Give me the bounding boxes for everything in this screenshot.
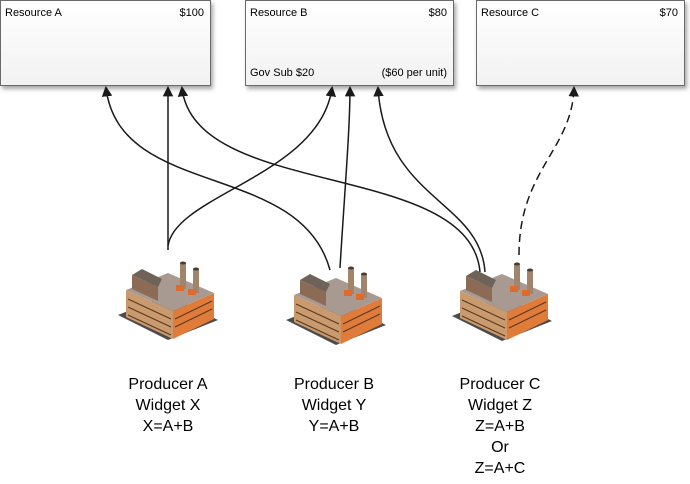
link-producer-c-resource-c [518, 85, 579, 256]
resource-c-box: Resource C $70 [476, 0, 685, 86]
resource-b-subsidy: Gov Sub $20 [250, 67, 315, 79]
resource-c-price: $70 [659, 7, 678, 19]
producer-c-widget: Widget Z [467, 397, 532, 414]
producer-a-name: Producer A [128, 376, 208, 393]
producer-c-name: Producer C [459, 376, 541, 393]
producer-b-widget: Widget Y [301, 397, 367, 414]
resource-a-box: Resource A $100 [0, 0, 211, 86]
resource-b-name: Resource B [250, 7, 308, 19]
producer-c-formula: Z=A+B [475, 418, 525, 435]
producer-b-label: Producer B Widget Y Y=A+B [259, 374, 409, 437]
resource-b-price: $80 [428, 7, 447, 19]
link-producer-a-resource-b [167, 85, 337, 247]
resource-c-name: Resource C [481, 7, 540, 19]
producer-a-formula: X=A+B [142, 418, 194, 435]
resource-b-per-unit: ($60 per unit) [381, 67, 447, 79]
resource-a-price: $100 [179, 7, 204, 19]
resource-a-name: Resource A [5, 7, 62, 19]
producer-b-formula: Y=A+B [308, 418, 360, 435]
link-producer-b-resource-b [339, 85, 356, 269]
factory-c-icon [452, 262, 552, 341]
link-producer-c-resource-b [373, 85, 486, 273]
factory-a-icon [118, 261, 218, 340]
producer-a-widget: Widget X [135, 397, 201, 414]
producer-b-name: Producer B [293, 376, 375, 393]
link-producer-c-resource-a [177, 85, 481, 273]
resource-b-box: Resource B $80 Gov Sub $20 ($60 per unit… [245, 0, 454, 86]
link-producer-b-resource-a [101, 85, 331, 271]
producer-c-or: Or [491, 439, 509, 456]
producer-c-label: Producer C Widget Z Z=A+B Or Z=A+C [425, 374, 575, 479]
factory-b-icon [286, 266, 386, 345]
producer-a-label: Producer A Widget X X=A+B [93, 374, 243, 437]
producer-c-alt-formula: Z=A+C [474, 460, 526, 477]
